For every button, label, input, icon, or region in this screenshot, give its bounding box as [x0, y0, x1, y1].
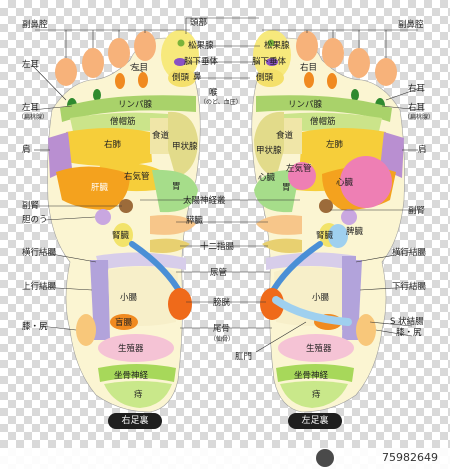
label-sciatic: 坐骨神経: [114, 371, 149, 381]
label-duodenum: 十二指腸: [200, 242, 235, 252]
label-sinus-left: 副鼻腔: [398, 20, 424, 30]
label-reproductive-left: 生殖器: [306, 344, 332, 354]
label-pineal: 松果腺: [188, 41, 214, 51]
label-thyroid: 甲状腺: [172, 142, 198, 152]
label-bladder: 膀胱: [213, 298, 231, 308]
label-shoulder: 肩: [22, 145, 31, 155]
label-reproductive: 生殖器: [118, 344, 144, 354]
label-left-bronchi: 左気管: [286, 164, 312, 174]
caption-left-sole: 左足裏: [288, 413, 342, 429]
label-small-intestine-left: 小腸: [312, 293, 330, 303]
label-pineal-left: 松果腺: [264, 41, 290, 51]
caption-right-sole: 右足裏: [108, 413, 162, 429]
right-sole-foot: [48, 30, 201, 412]
label-hemorrhoid-left: 痔: [312, 390, 321, 400]
label-coccyx-sub: （仙骨）: [210, 336, 235, 343]
stock-logo-icon: [316, 449, 334, 467]
label-left-eye: 右目: [300, 63, 318, 73]
label-anus: 肛門: [235, 352, 253, 362]
left-sole-foot: [252, 30, 405, 412]
label-ureter: 尿管: [210, 268, 228, 278]
leader-lines: [30, 17, 424, 353]
label-pancreas: 膵臓: [186, 216, 204, 226]
label-tonsil-sub: （扁桃腺）: [18, 114, 49, 121]
label-lymph: リンパ腺: [118, 100, 153, 110]
label-pituitary: 脳下垂体: [184, 57, 219, 67]
label-ascending-colon: 上行結腸: [22, 282, 57, 292]
label-heart: 心臓: [336, 178, 354, 188]
label-throat-sub: （のど、血圧）: [200, 99, 242, 106]
label-esophagus-left: 食道: [276, 131, 294, 141]
label-right-bronchi: 右気管: [124, 172, 150, 182]
label-knee-hip: 膝・尻: [22, 322, 48, 332]
label-knee-hip-left: 膝・尻: [396, 328, 422, 338]
label-lymph-left: リンパ腺: [288, 100, 323, 110]
label-temple-left: 側頭: [256, 73, 274, 83]
label-hemorrhoid: 痔: [134, 390, 143, 400]
label-coccyx: 尾骨: [213, 324, 231, 334]
label-adrenal: 副腎: [22, 201, 40, 211]
label-right-lung: 右肺: [104, 140, 122, 150]
label-sciatic-left: 坐骨神経: [294, 371, 329, 381]
label-spleen: 脾臓: [346, 227, 364, 237]
label-left-ear: 右耳: [408, 84, 426, 94]
label-esophagus: 食道: [152, 131, 170, 141]
label-throat: 喉: [209, 88, 218, 98]
label-appendix: 盲腸: [115, 318, 133, 328]
label-thyroid-left: 甲状腺: [256, 146, 282, 156]
label-sinus-right: 副鼻腔: [22, 20, 48, 30]
label-heart-small: 心臓: [258, 173, 276, 183]
label-kidney-left: 腎臓: [316, 231, 334, 241]
label-right-ear-tonsil: 左耳: [22, 103, 40, 113]
label-nose: 鼻: [193, 72, 202, 82]
label-small-intestine: 小腸: [120, 293, 138, 303]
label-right-ear: 左耳: [22, 60, 40, 70]
label-left-ear-tonsil: 右耳: [408, 103, 426, 113]
label-trapezius-left: 僧帽筋: [310, 117, 336, 127]
label-right-eye: 左目: [131, 63, 149, 73]
label-adrenal-left: 副腎: [408, 206, 426, 216]
label-transverse-colon: 横行結腸: [22, 248, 57, 258]
label-sigmoid-colon: S 状結腸: [390, 317, 424, 327]
label-kidney: 腎臓: [112, 231, 130, 241]
label-trapezius: 僧帽筋: [110, 117, 136, 127]
label-head: 頭部: [190, 18, 208, 28]
label-stomach: 胃: [172, 182, 181, 192]
label-descending-colon: 下行結腸: [392, 282, 427, 292]
footer-bar: [0, 448, 450, 469]
label-temple: 側頭: [172, 73, 190, 83]
label-gallbladder: 胆のう: [22, 215, 48, 225]
label-left-lung: 左肺: [326, 140, 344, 150]
label-stomach-left: 胃: [282, 183, 291, 193]
label-tonsil-sub-left: （扁桃腺）: [404, 114, 435, 121]
label-solar-plexus: 太陽神経叢: [183, 196, 226, 206]
label-liver: 肝臓: [91, 183, 109, 193]
image-id: 75982649: [382, 451, 438, 464]
label-shoulder-left: 肩: [418, 145, 427, 155]
label-transverse-colon-left: 横行結腸: [392, 248, 427, 258]
label-pituitary-left: 脳下垂体: [252, 57, 287, 67]
